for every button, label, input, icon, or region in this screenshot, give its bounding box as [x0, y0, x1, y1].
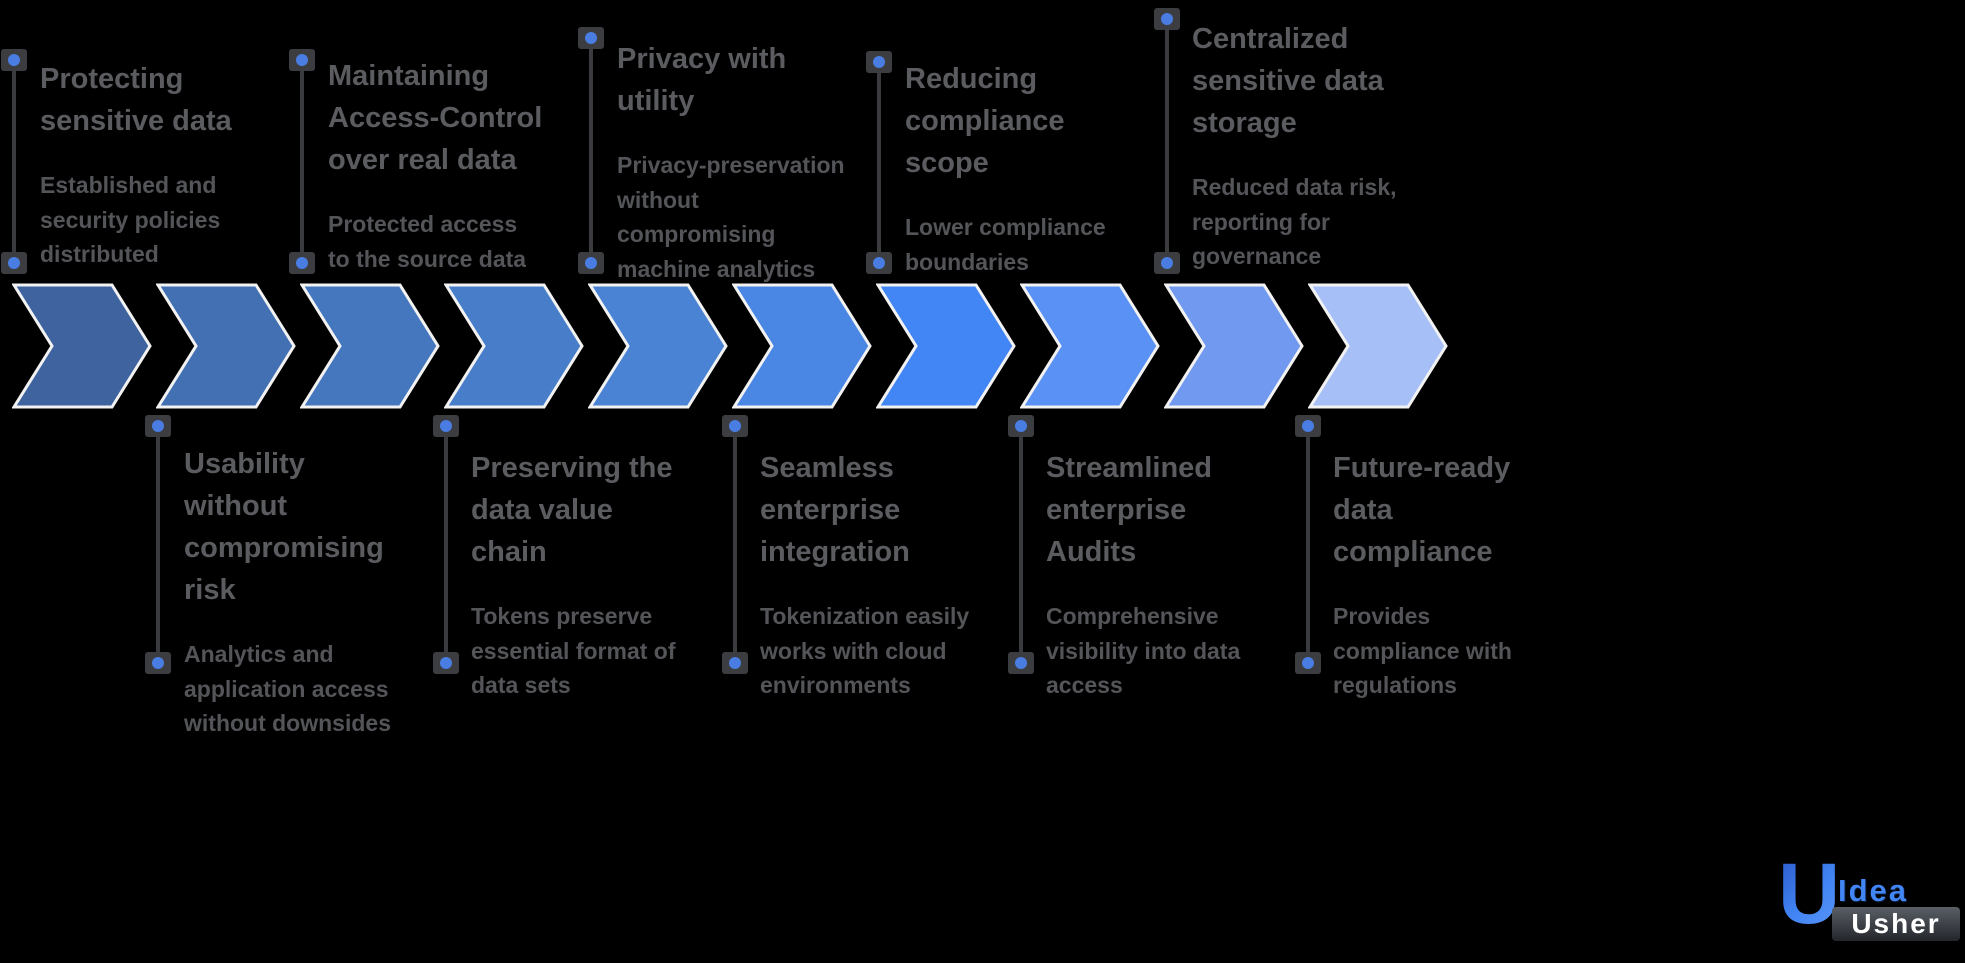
step-block-1: Protecting sensitive data Established an… — [40, 58, 290, 272]
step-block-5: Privacy with utility Privacy-preservatio… — [617, 38, 867, 286]
chevron-arrow-9 — [1164, 283, 1304, 409]
step-description: Analytics and application access without… — [184, 641, 391, 737]
step-description: Established and security policies distri… — [40, 172, 221, 268]
chevron-arrow-1 — [12, 283, 152, 409]
chevron-arrow-3 — [300, 283, 440, 409]
chevron-arrow-5 — [588, 283, 728, 409]
timeline-dot — [1015, 657, 1027, 669]
step-title: Seamless enterprise integration — [760, 452, 910, 569]
timeline-dot — [1302, 420, 1314, 432]
step-description: Tokenization easily works with cloud env… — [760, 603, 970, 699]
step-title: Usability without compromising risk — [184, 448, 384, 607]
step-title: Streamlined enterprise Audits — [1046, 452, 1212, 569]
step-title: Maintaining Access-Control over real dat… — [328, 60, 543, 177]
timeline-dot — [152, 420, 164, 432]
step-description: Privacy-preservation without compromisin… — [617, 152, 845, 282]
step-description: Provides compliance with regulations — [1333, 603, 1512, 699]
chevron-arrow-4 — [444, 283, 584, 409]
step-description: Lower compliance boundaries — [905, 214, 1106, 275]
connector-line — [289, 49, 315, 274]
step-title: Reducing compliance scope — [905, 63, 1065, 180]
timeline-dot — [8, 257, 20, 269]
timeline-dot — [1161, 257, 1173, 269]
chevron-arrow-2 — [156, 283, 296, 409]
logo-text-usher: Usher — [1832, 907, 1960, 941]
step-block-6: Seamless enterprise integration Tokeniza… — [760, 447, 1010, 703]
timeline-dot — [729, 420, 741, 432]
step-description: Protected access to the source data — [328, 211, 527, 272]
step-block-7: Reducing compliance scope Lower complian… — [905, 58, 1155, 279]
step-title: Future-ready data compliance — [1333, 452, 1511, 569]
timeline-dot — [296, 54, 308, 66]
step-block-10: Future-ready data compliance Provides co… — [1333, 447, 1583, 703]
connector-line — [722, 415, 748, 674]
step-block-8: Streamlined enterprise Audits Comprehens… — [1046, 447, 1296, 703]
connector-line — [1008, 415, 1034, 674]
step-block-4: Preserving the data value chain Tokens p… — [471, 447, 721, 703]
timeline-dot — [585, 32, 597, 44]
connector-line — [433, 415, 459, 674]
timeline-dot — [873, 257, 885, 269]
step-title: Protecting sensitive data — [40, 63, 232, 138]
idea-usher-logo: U Idea Usher — [1772, 849, 1965, 960]
step-title: Centralized sensitive data storage — [1192, 23, 1384, 140]
connector-line — [1295, 415, 1321, 674]
step-title: Privacy with utility — [617, 43, 787, 118]
step-description: Reduced data risk, reporting for governa… — [1192, 174, 1397, 270]
timeline-dot — [1302, 657, 1314, 669]
connector-line — [866, 51, 892, 274]
timeline-dot — [585, 257, 597, 269]
logo-u-icon: U — [1778, 846, 1841, 942]
chevron-arrow-6 — [732, 283, 872, 409]
timeline-dot — [1015, 420, 1027, 432]
step-block-9: Centralized sensitive data storage Reduc… — [1192, 18, 1442, 274]
step-block-3: Maintaining Access-Control over real dat… — [328, 55, 578, 276]
chevron-arrow-7 — [876, 283, 1016, 409]
timeline-dot — [729, 657, 741, 669]
step-description: Comprehensive visibility into data acces… — [1046, 603, 1241, 699]
connector-line — [145, 415, 171, 674]
timeline-dot — [873, 56, 885, 68]
timeline-dot — [1161, 13, 1173, 25]
connector-line — [1154, 8, 1180, 274]
logo-text-idea: Idea — [1838, 873, 1909, 908]
chevron-arrow-8 — [1020, 283, 1160, 409]
connector-line — [578, 27, 604, 274]
step-title: Preserving the data value chain — [471, 452, 673, 569]
timeline-dot — [440, 420, 452, 432]
timeline-dot — [8, 54, 20, 66]
timeline-dot — [296, 257, 308, 269]
timeline-dot — [440, 657, 452, 669]
connector-line — [1, 49, 27, 274]
step-description: Tokens preserve essential format of data… — [471, 603, 676, 699]
step-block-2: Usability without compromising risk Anal… — [184, 443, 434, 741]
chevron-arrow-10 — [1308, 283, 1448, 409]
timeline-dot — [152, 657, 164, 669]
chevron-timeline — [0, 283, 1965, 409]
